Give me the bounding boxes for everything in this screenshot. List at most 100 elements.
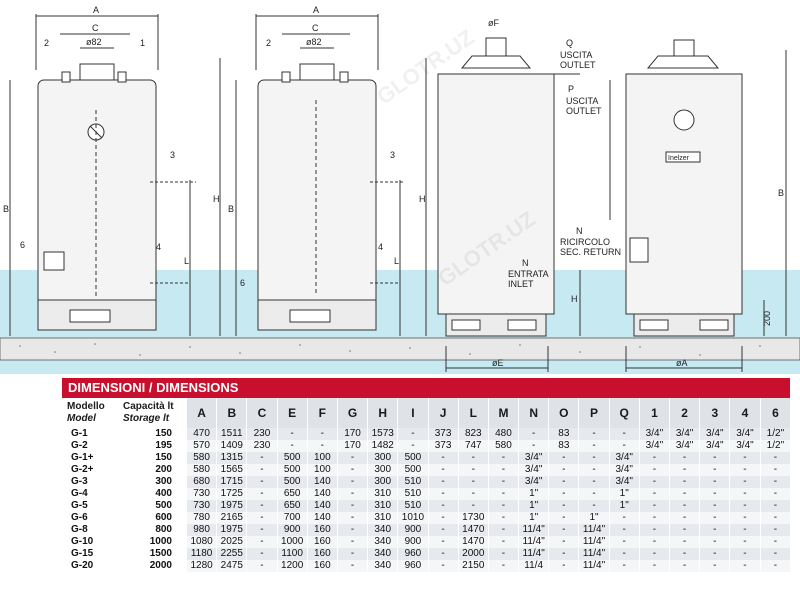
table-cell: -: [548, 548, 579, 560]
table-cell: -: [548, 488, 579, 500]
table-cell: -: [487, 464, 519, 476]
table-cell: -: [759, 548, 791, 560]
table-cell: -: [427, 536, 459, 548]
table-cell: -: [336, 500, 368, 512]
table-cell: -: [699, 452, 730, 464]
table-cell: 230: [246, 428, 278, 440]
table-cell: 1715: [216, 476, 247, 488]
table-cell: -: [638, 560, 670, 572]
table-cell: 1975: [216, 524, 247, 536]
table-cell: 11/4": [578, 548, 610, 560]
header-col-i: I: [397, 398, 428, 428]
table-cell: -: [487, 536, 519, 548]
table-cell: 1725: [216, 488, 247, 500]
unit-3: [437, 37, 611, 372]
table-cell: -: [668, 536, 700, 548]
table-cell: 11/4": [518, 524, 549, 536]
model-cell: G-10: [62, 536, 119, 548]
table-cell: -: [246, 524, 278, 536]
table-cell: 11/4": [578, 560, 610, 572]
table-cell: 500: [397, 452, 428, 464]
table-cell: 500: [276, 476, 308, 488]
capacity-cell: 400: [118, 488, 187, 500]
table-cell: 140: [306, 476, 338, 488]
table-cell: -: [668, 476, 700, 488]
table-cell: -: [578, 500, 610, 512]
table-cell: -: [759, 536, 791, 548]
table-cell: -: [457, 464, 489, 476]
table-cell: -: [759, 512, 791, 524]
capacity-cell: 195: [118, 440, 187, 452]
table-cell: -: [759, 500, 791, 512]
table-cell: -: [336, 536, 368, 548]
table-cell: 140: [306, 500, 338, 512]
capacity-cell: 150: [118, 428, 187, 440]
table-cell: 310: [367, 512, 398, 524]
table-cell: -: [397, 440, 428, 452]
table-cell: -: [336, 524, 368, 536]
table-cell: 373: [427, 428, 459, 440]
table-cell: -: [427, 452, 459, 464]
table-cell: 2475: [216, 560, 247, 572]
u3-label-entrata: ENTRATA: [508, 269, 549, 279]
header-col-4: 4: [729, 398, 761, 428]
header-capacity-it: Capacità lt: [123, 401, 174, 412]
table-cell: -: [246, 560, 278, 572]
table-cell: 500: [397, 464, 428, 476]
table-cell: 2255: [216, 548, 247, 560]
table-cell: -: [336, 560, 368, 572]
table-cell: -: [699, 560, 730, 572]
table-cell: 580: [487, 440, 519, 452]
table-cell: 1470: [457, 536, 489, 548]
table-cell: -: [668, 464, 700, 476]
table-cell: 960: [397, 548, 428, 560]
capacity-cell: 200: [118, 464, 187, 476]
table-cell: 3/4": [729, 428, 761, 440]
table-cell: -: [487, 560, 519, 572]
table-cell: -: [306, 428, 338, 440]
header-col-6: 6: [759, 398, 791, 428]
header-col-l: L: [457, 398, 489, 428]
table-cell: 1080: [185, 536, 217, 548]
table-cell: 1": [518, 512, 549, 524]
u2-callout-4: 4: [378, 242, 383, 252]
u3-label-ricircolo: RICIRCOLO: [560, 237, 610, 247]
header-col-n: N: [518, 398, 549, 428]
table-cell: 500: [276, 464, 308, 476]
table-title: DIMENSIONI / DIMENSIONS: [62, 378, 790, 398]
table-cell: -: [246, 488, 278, 500]
table-cell: 2000: [457, 548, 489, 560]
table-cell: -: [336, 488, 368, 500]
table-cell: -: [759, 476, 791, 488]
header-col-j: J: [427, 398, 459, 428]
table-cell: 160: [306, 536, 338, 548]
table-cell: 3/4": [699, 428, 730, 440]
model-cell: G-5: [62, 500, 119, 512]
table-cell: 1": [518, 488, 549, 500]
table-cell: -: [427, 488, 459, 500]
table-cell: -: [699, 548, 730, 560]
table-cell: -: [729, 560, 761, 572]
table-cell: -: [699, 524, 730, 536]
table-cell: -: [246, 500, 278, 512]
table-cell: 3/4": [518, 476, 549, 488]
table-cell: 980: [185, 524, 217, 536]
table-cell: -: [397, 428, 428, 440]
table-cell: 2165: [216, 512, 247, 524]
model-cell: G-6: [62, 512, 119, 524]
model-cell: G-1: [62, 428, 119, 440]
u2-dim-l: L: [394, 256, 399, 266]
table-cell: -: [578, 452, 610, 464]
u1-callout-6: 6: [20, 240, 25, 250]
table-cell: -: [608, 560, 640, 572]
u1-callout-1: 1: [140, 38, 145, 48]
header-col-o: O: [548, 398, 579, 428]
table-cell: -: [578, 440, 610, 452]
table-cell: 1200: [276, 560, 308, 572]
header-col-1: 1: [638, 398, 670, 428]
